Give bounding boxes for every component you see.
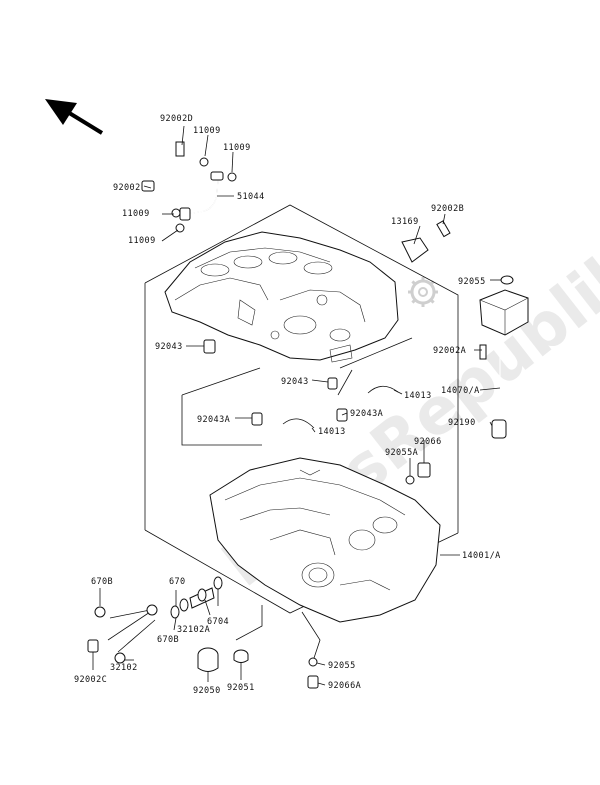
label-14013-a: 14013 bbox=[404, 391, 432, 401]
label-92055a: 92055A bbox=[385, 448, 418, 458]
label-92066: 92066 bbox=[414, 437, 442, 447]
oil-pipe-assembly bbox=[141, 141, 237, 233]
label-92190: 92190 bbox=[448, 418, 476, 428]
lower-crankcase bbox=[209, 457, 441, 623]
front-direction-arrow-icon bbox=[45, 99, 104, 135]
label-92051: 92051 bbox=[227, 683, 255, 693]
label-11009-b: 11009 bbox=[223, 143, 251, 153]
label-670: 670 bbox=[169, 577, 186, 587]
breather-assembly bbox=[401, 220, 529, 439]
lower-oil-pipe-assembly bbox=[87, 576, 319, 689]
label-11009-d: 11009 bbox=[128, 236, 156, 246]
label-11009-c: 11009 bbox=[122, 209, 150, 219]
label-32102: 32102 bbox=[110, 663, 138, 673]
label-32102a: 32102A bbox=[177, 625, 210, 635]
label-92043a-a: 92043A bbox=[197, 415, 230, 425]
label-92002c: 92002C bbox=[74, 675, 107, 685]
label-14001a: 14001/A bbox=[462, 551, 501, 561]
label-92043a-b: 92043A bbox=[350, 409, 383, 419]
label-14013-b: 14013 bbox=[318, 427, 346, 437]
label-6704: 6704 bbox=[207, 617, 229, 627]
label-670b-a: 670B bbox=[91, 577, 113, 587]
label-11009-a: 11009 bbox=[193, 126, 221, 136]
label-92002: 92002 bbox=[113, 183, 141, 193]
upper-crankcase bbox=[164, 231, 399, 363]
label-670b-b: 670B bbox=[157, 635, 179, 645]
leader-lines bbox=[92, 125, 501, 686]
label-13169: 13169 bbox=[391, 217, 419, 227]
label-92055-b: 92055 bbox=[328, 661, 356, 671]
label-14070a: 14070/A bbox=[441, 386, 480, 396]
label-92066a: 92066A bbox=[328, 681, 361, 691]
label-92043-a: 92043 bbox=[155, 342, 183, 352]
label-92050: 92050 bbox=[193, 686, 221, 696]
label-51044: 51044 bbox=[237, 192, 265, 202]
label-92055: 92055 bbox=[458, 277, 486, 287]
label-92002b: 92002B bbox=[431, 204, 464, 214]
part-labels: 92002D 11009 11009 92002 51044 11009 110… bbox=[74, 114, 501, 696]
label-92002a: 92002A bbox=[433, 346, 466, 356]
label-92002d: 92002D bbox=[160, 114, 193, 124]
label-92043-b: 92043 bbox=[281, 377, 309, 387]
